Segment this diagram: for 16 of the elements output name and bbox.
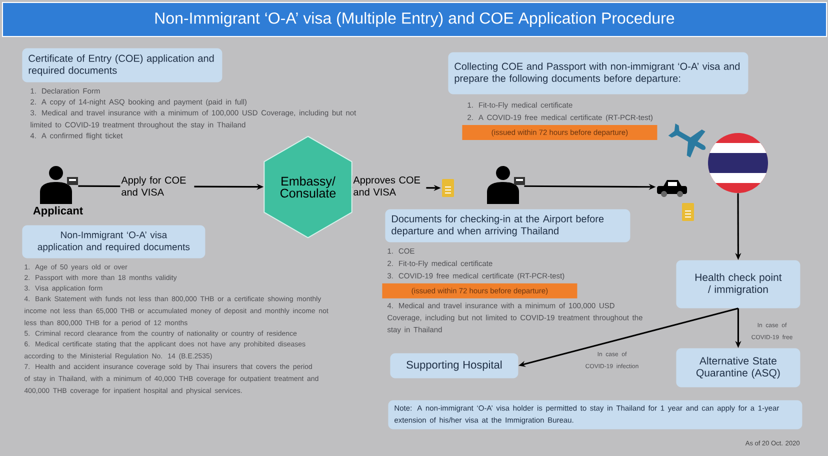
text-box: Collecting COE and Passport with non-immigrant ‘O-A’ visa and prepare the following documents before departure: xyxy=(448,52,748,94)
text-box: Health check point / immigration xyxy=(676,260,800,308)
text-box: Non-Immigrant ‘O-A’ visa application and required documents xyxy=(22,225,206,258)
applicant-label: Applicant xyxy=(33,206,83,217)
edge-label: Approves COE and VISA xyxy=(352,175,426,197)
document-icon xyxy=(442,179,454,197)
edge-label: Apply for COE and VISA xyxy=(120,175,194,197)
car-icon xyxy=(657,180,687,197)
text-box: Certificate of Entry (COE) application and required documents xyxy=(22,48,222,82)
flag-circle xyxy=(708,133,768,193)
title-bar: Non-Immigrant ‘O-A’ visa (Multiple Entry) and COE Application Procedure xyxy=(2,2,827,37)
person-icon xyxy=(487,166,525,204)
hexagon: Embassy/ Consulate xyxy=(264,136,352,238)
text-box: Supporting Hospital xyxy=(390,353,518,378)
text-box: Alternative State Quarantine (ASQ) xyxy=(676,348,800,388)
text-box: Documents for checking-in at the Airport before departure and when arriving Thailand xyxy=(385,209,630,242)
